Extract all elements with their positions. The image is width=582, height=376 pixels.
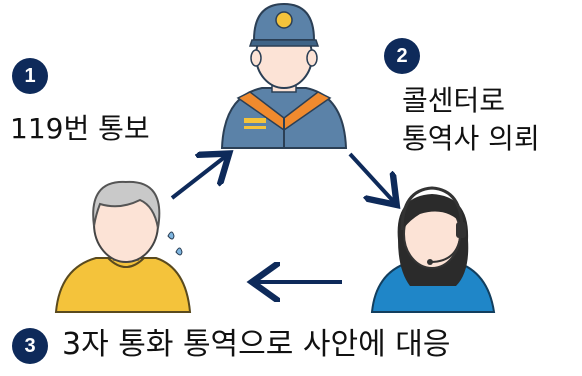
step-2-badge: 2 [384,38,420,74]
step-1-label: 119번 통보 [10,112,150,145]
elderly-caller-icon [54,180,192,313]
step-2-label-line2: 통역사 의뢰 [402,122,540,155]
interpreter-headset-icon [370,186,496,313]
firefighter-icon [220,2,348,149]
step-2-label-line1: 콜센터로 [402,84,506,117]
step-3-badge: 3 [12,328,48,364]
arrow-caller-to-firefighter [170,156,226,200]
step-1-badge: 1 [12,58,48,94]
step-3-label: 3자 통화 통역으로 사안에 대응 [62,327,451,362]
arrow-firefighter-to-interpreter [348,152,394,202]
